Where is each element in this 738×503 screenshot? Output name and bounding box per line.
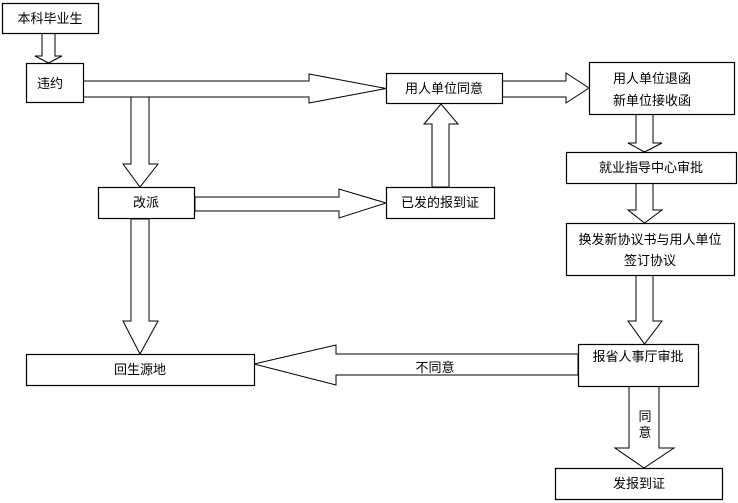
arrow-letters-to-guidance (627, 113, 663, 153)
arrow-reassign-to-return-origin (122, 218, 159, 356)
node-letters-line2: 新单位接收函 (613, 93, 691, 109)
node-breach-label: 违约 (37, 77, 63, 92)
node-issued-report-cert: 已发的报到证 (385, 186, 496, 220)
node-new-agreement: 换发新协议书与用人单位 签订协议 (565, 222, 736, 277)
arrow-graduate-to-breach (34, 32, 63, 64)
node-graduate-label: 本科毕业生 (17, 12, 82, 27)
edge-label-agree-line1: 同 (638, 410, 651, 425)
node-letters: 用人单位退函 新单位接收函 (588, 61, 736, 116)
node-new-agreement-line1: 换发新协议书与用人单位 (578, 232, 721, 248)
node-reassign-label: 改派 (133, 196, 159, 211)
node-employer-agree-label: 用人单位同意 (405, 81, 483, 97)
arrow-new-agreement-to-provincial (627, 274, 664, 345)
node-issue-report-cert-label: 发报到证 (613, 476, 665, 492)
arrow-guidance-to-new-agreement (626, 182, 664, 224)
node-guidance-approval-label: 就业指导中心审批 (599, 161, 703, 176)
node-letters-line1: 用人单位退函 (613, 72, 691, 87)
node-graduate: 本科毕业生 (1, 2, 100, 35)
arrow-breach-to-employer-agree (82, 73, 387, 104)
arrow-breach-to-reassign (122, 96, 160, 188)
node-provincial-approval-label: 报省人事厅审批 (592, 350, 683, 365)
arrow-provincial-to-issue-cert (613, 385, 676, 469)
node-return-origin-label: 回生源地 (114, 363, 166, 378)
arrow-issued-cert-to-employer-agree (422, 103, 460, 188)
node-issued-report-cert-label: 已发的报到证 (401, 195, 479, 211)
edge-label-disagree: 不同意 (415, 360, 454, 376)
node-return-origin: 回生源地 (25, 353, 256, 387)
node-employer-agree: 用人单位同意 (385, 72, 504, 105)
node-breach: 违约 (25, 62, 85, 104)
node-guidance-approval: 就业指导中心审批 (565, 151, 738, 185)
node-provincial-approval: 报省人事厅审批 (577, 343, 700, 388)
arrow-reassign-to-issued-cert (194, 188, 388, 219)
node-new-agreement-line2: 签订协议 (624, 253, 676, 269)
node-issue-report-cert: 发报到证 (554, 467, 724, 501)
node-reassign: 改派 (97, 186, 196, 220)
arrow-employer-agree-to-letters (501, 72, 590, 104)
arrow-provincial-to-return-origin (253, 344, 579, 386)
edge-label-agree-line2: 意 (638, 425, 651, 441)
